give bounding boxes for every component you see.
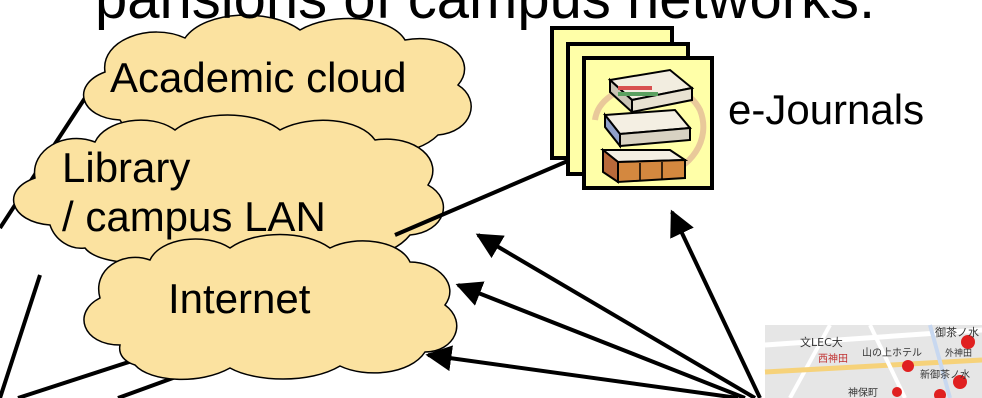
- arrow-to-internet: [455, 281, 746, 398]
- map-pin-icon: [892, 387, 902, 397]
- map-label: 外神田: [945, 347, 972, 359]
- map-pin-icon: [934, 389, 946, 398]
- map-label: 神保町: [848, 386, 878, 398]
- library-cloud-label-line2: / campus LAN: [62, 193, 326, 240]
- academic-cloud-label: Academic cloud: [110, 54, 407, 101]
- map-label: 山の上ホテル: [862, 347, 922, 359]
- ejournals-icon: [550, 26, 714, 190]
- map-pin-icon: [902, 360, 914, 372]
- lan-to-ejournals-line: [394, 158, 571, 237]
- arrow-to-internet-lower: [425, 345, 739, 398]
- map-pin-icon: [961, 335, 975, 349]
- map-pin-icon: [953, 375, 967, 389]
- page-title: pansions of campus networks.: [95, 0, 875, 28]
- library-cloud-label-line1: Library: [62, 144, 191, 191]
- internet-cloud-label: Internet: [168, 275, 311, 322]
- internet-cloud-shape: [83, 233, 458, 381]
- books-icon: [600, 68, 695, 184]
- map-label: 新御茶ノ水: [920, 368, 970, 381]
- map-image: 文LEC大 山の上ホテル 御茶ノ水 西神田 神保町 新御茶ノ水 外神田: [764, 324, 982, 398]
- map-label: 文LEC大: [800, 335, 843, 349]
- arrow-to-ejournals: [670, 209, 762, 398]
- connection-line: [17, 358, 136, 398]
- connection-line: [0, 274, 42, 398]
- map-label: 西神田: [818, 352, 848, 365]
- ejournals-label: e-Journals: [728, 86, 925, 133]
- arrow-to-library: [475, 233, 757, 398]
- map-label: 御茶ノ水: [935, 325, 979, 339]
